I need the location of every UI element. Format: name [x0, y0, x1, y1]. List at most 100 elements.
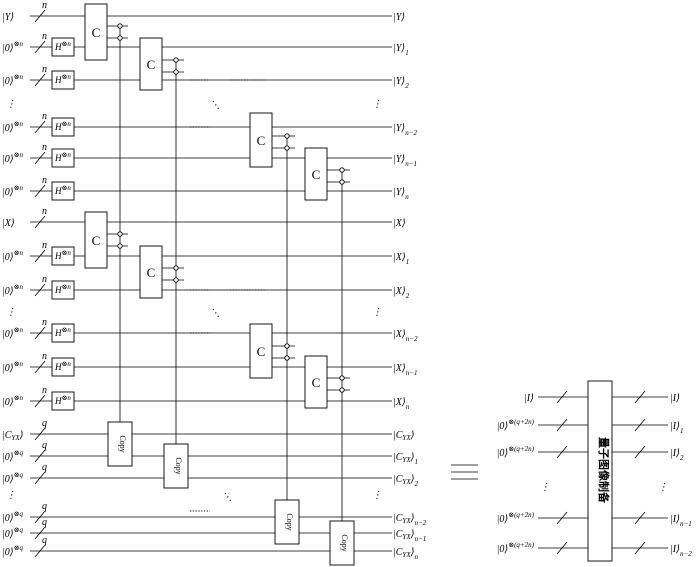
bus-count-label: q [42, 501, 47, 512]
c-gate-label: C [92, 233, 101, 248]
y_register-input-label: |0⟩⊗n [2, 120, 24, 134]
y_register-input-label: |0⟩⊗n [2, 40, 24, 54]
c_register-input-label: |0⟩⊗q [2, 544, 24, 558]
bus-count-label: q [42, 517, 47, 528]
control-dot [284, 343, 290, 349]
bus-slash [34, 40, 46, 54]
x_register-input-label: |X⟩ [2, 218, 15, 229]
bus-slash [34, 151, 46, 165]
c_register-output-label: |CYX⟩ [393, 430, 415, 442]
bus-slash [34, 526, 46, 540]
bus-slash [34, 73, 46, 87]
copy-gate-label: Copy [340, 534, 349, 551]
bus-count-label: n [42, 240, 47, 251]
right-output-label: |I⟩1 [670, 421, 683, 435]
control-dot [117, 243, 123, 249]
right-output-label: |I⟩n−2 [670, 544, 692, 558]
bus-slash [34, 449, 46, 463]
c-gate-label: C [312, 375, 321, 390]
x_register-output-label: |X⟩2 [393, 286, 410, 300]
hadamard-label: H⊗n [54, 40, 71, 52]
control-dot [117, 231, 123, 237]
c-gate-label: C [92, 25, 101, 40]
bus-slash [556, 418, 568, 432]
bus-slash [634, 541, 646, 555]
right-output-label: |I⟩n−1 [670, 514, 692, 528]
right-vdots: ⋮ [540, 482, 550, 493]
x_register-input-label: |0⟩⊗n [2, 360, 24, 374]
x_register-output-label: |X⟩ [393, 218, 406, 229]
bus-count-label: n [42, 111, 47, 122]
y_register-output-label: |Y⟩n [393, 187, 409, 201]
y_register-vdots: ⋮ [6, 99, 16, 110]
bus-slash [556, 445, 568, 459]
y_register-input-label: |Y⟩ [2, 12, 14, 23]
c_register-output-label: |CYX⟩2 [393, 474, 419, 488]
control-dot [339, 179, 345, 185]
copy-gate-label: Copy [118, 435, 127, 452]
c_register-input-label: |0⟩⊗q [2, 526, 24, 540]
c-gate [139, 245, 163, 299]
control-dot [339, 375, 345, 381]
control-dot [117, 23, 123, 29]
bus-slash [556, 511, 568, 525]
y_register-vdots-right: ⋮ [372, 99, 382, 110]
copy-gate [163, 443, 189, 489]
bus-slash [634, 445, 646, 459]
hadamard-label: H⊗n [54, 151, 71, 163]
x_register-input-label: |0⟩⊗n [2, 283, 24, 297]
bus-count-label: n [42, 206, 47, 217]
copy-gate-label: Copy [285, 513, 294, 530]
x_register-vdots-right: ⋮ [372, 307, 382, 318]
block-label: 量子图像制备 [597, 437, 611, 504]
bus-slash [34, 510, 46, 524]
bus-count-label: n [42, 31, 47, 42]
c-gate-label: C [312, 167, 321, 182]
bus-count-label: n [42, 64, 47, 75]
x_register-output-label: |X⟩n [393, 397, 410, 411]
right-input-label: |0⟩⊗(q+2n) [497, 541, 535, 555]
bus-count-label: n [42, 351, 47, 362]
control-dot [284, 145, 290, 151]
y_register-input-label: |0⟩⊗n [2, 73, 24, 87]
c-gate [84, 211, 108, 269]
control-dot [339, 167, 345, 173]
bus-slash [34, 544, 46, 558]
bus-slash [34, 471, 46, 485]
x_register-vdots: ⋮ [6, 307, 16, 318]
c-gate [249, 323, 273, 379]
bus-count-label: n [42, 175, 47, 186]
hadamard-label: H⊗n [54, 326, 71, 338]
diagonal-dots: ⋱ [210, 308, 220, 319]
copy-gate [329, 520, 355, 566]
c_register-input-label: |0⟩⊗q [2, 449, 24, 463]
x_register-input-label: |0⟩⊗n [2, 326, 24, 340]
right-vdots-right: ⋮ [658, 482, 668, 493]
c_register-input-label: |0⟩⊗q [2, 471, 24, 485]
bus-slash [34, 283, 46, 297]
bus-slash [34, 120, 46, 134]
y_register-output-label: |Y⟩n−2 [393, 123, 417, 137]
right-input-label: |0⟩⊗(q+2n) [497, 445, 535, 459]
bus-count-label: q [42, 440, 47, 451]
copy-gate [274, 499, 300, 545]
bus-slash [34, 215, 46, 229]
c-gate-label: C [257, 133, 266, 148]
control-dot [173, 57, 179, 63]
copy-gate-label: Copy [174, 457, 183, 474]
bus-slash [34, 394, 46, 408]
bus-slash [556, 541, 568, 555]
c-gate [249, 112, 273, 168]
diagonal-dots: ⋱ [222, 492, 232, 503]
y_register-output-label: |Y⟩ [393, 12, 405, 23]
x_register-input-label: |0⟩⊗n [2, 249, 24, 263]
right-input-label: |0⟩⊗(q+2n) [497, 511, 535, 525]
control-dot [173, 69, 179, 75]
bus-count-label: q [42, 418, 47, 429]
hadamard-label: H⊗n [54, 360, 71, 372]
c-gate [84, 3, 108, 61]
c_register-vdots: ⋮ [6, 490, 16, 501]
bus-slash [634, 390, 646, 404]
bus-count-label: q [42, 462, 47, 473]
